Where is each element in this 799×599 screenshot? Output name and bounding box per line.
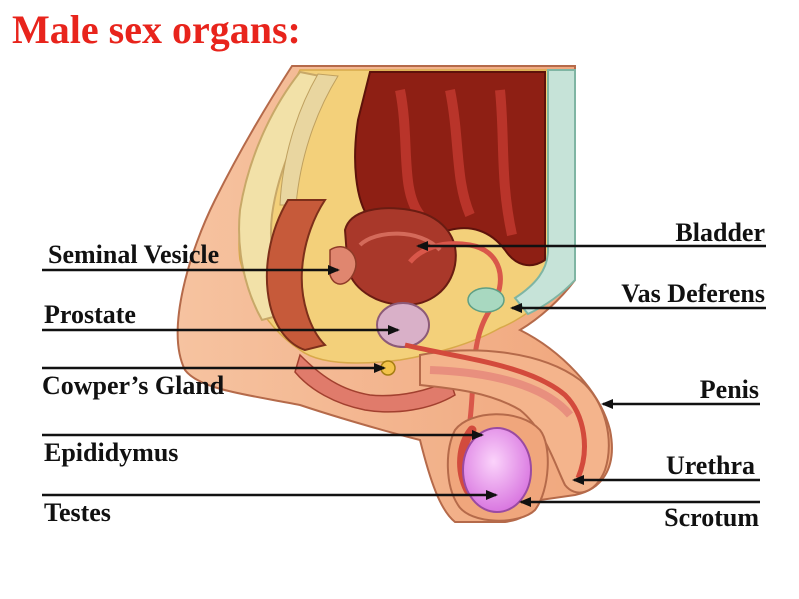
page-title: Male sex organs:: [12, 7, 301, 52]
body-cross-section: [176, 65, 613, 523]
label-epididymus: Epididymus: [44, 438, 179, 467]
label-scrotum: Scrotum: [664, 503, 759, 532]
label-urethra: Urethra: [665, 451, 755, 480]
bladder-organ: [343, 207, 457, 307]
label-vas-deferens: Vas Deferens: [621, 279, 765, 308]
label-bladder: Bladder: [675, 218, 765, 247]
abdominal-wall: [513, 69, 576, 316]
rectum: [265, 199, 327, 352]
penis-organ: [419, 349, 610, 494]
pelvic-muscle: [294, 353, 456, 413]
testis-organ: [462, 427, 532, 513]
label-penis: Penis: [699, 375, 759, 404]
label-prostate: Prostate: [44, 300, 136, 329]
label-testes: Testes: [44, 498, 111, 527]
pointer-lines: [42, 241, 766, 507]
label-cowpers-gland: Cowper’s Gland: [42, 371, 225, 400]
urethra-tube: [404, 342, 587, 479]
label-seminal-vesicle: Seminal Vesicle: [48, 240, 220, 269]
prostate-organ: [376, 302, 430, 348]
